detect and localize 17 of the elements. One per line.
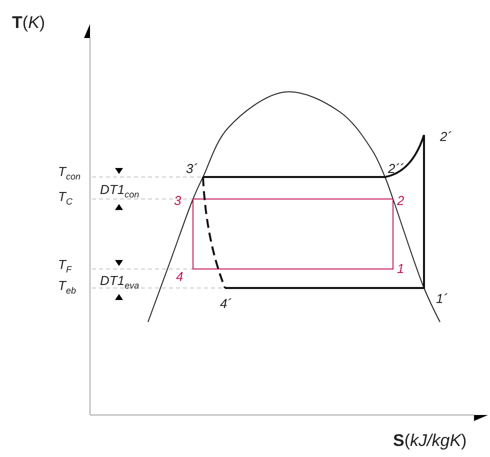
temperature-difference-label: DT1$_{con}$	[100, 183, 140, 200]
axis-label: T(K)	[12, 14, 46, 31]
state-point-label: 4´	[220, 297, 232, 310]
state-point-label: 3	[174, 194, 182, 207]
state-point-label: 4	[176, 270, 184, 283]
state-point-label: 1´	[436, 292, 448, 305]
state-point-label: 2´	[440, 130, 452, 143]
temperature-label: T$_{F}$	[58, 258, 72, 275]
state-point-label: 3´	[186, 162, 198, 175]
axis-label: S(kJ/kgK)	[393, 432, 467, 449]
temperature-difference-label: DT1$_{eva}$	[100, 274, 140, 291]
state-point-label: 1	[397, 262, 404, 275]
temperature-label: T$_{eb}$	[58, 279, 76, 296]
state-point-label: 2	[397, 194, 404, 207]
temperature-label: T$_{con}$	[58, 165, 80, 182]
temperature-label: T$_{C}$	[58, 190, 72, 207]
state-point-label: 2´´	[388, 162, 404, 175]
